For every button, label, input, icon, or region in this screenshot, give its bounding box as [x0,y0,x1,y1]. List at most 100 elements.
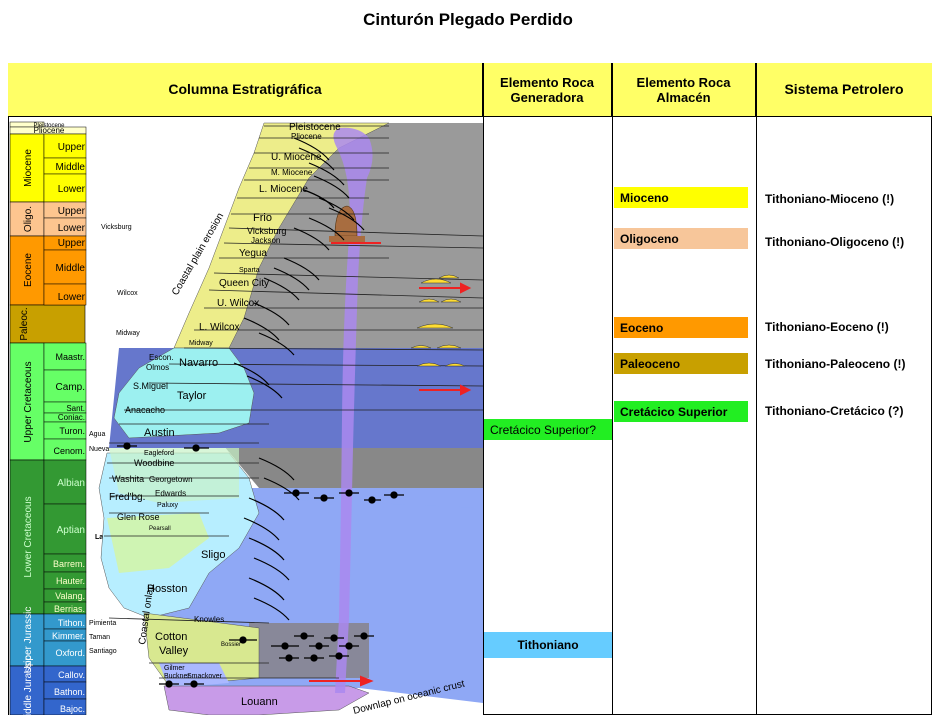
red-arrows [309,242,472,687]
stage-label: Coniac. [58,413,85,422]
formation-label: Glen Rose [117,512,160,522]
period-label: Miocene [23,149,34,187]
stage-label: Middle [56,263,86,274]
formation-label: Woodbine [134,458,174,468]
header-generadora: Elemento Roca Generadora [483,63,612,117]
formation-label: Georgetown [149,475,193,484]
generadora-cretacico: Cretácico Superior? [484,419,612,440]
stage-label: Bajoc. [60,704,85,714]
almacen-eoceno: Eoceno [614,317,748,338]
column-divider [483,63,484,715]
formation-label: Sparta [239,267,260,274]
formation-label: L. Miocene [259,184,308,195]
stage-label: Albian [57,478,85,489]
formation-label: Valley [159,645,189,657]
period-label: Pliocene [34,126,65,135]
stage-label: Maastr. [55,352,85,362]
period-label: Lower Cretaceous [23,496,34,577]
formation-label: Hosston [147,583,187,595]
stage-label: Valang. [55,591,85,601]
side-label: Santiago [89,648,117,655]
stage-label: Hauter. [56,576,85,586]
stage-label: Upper [58,142,86,153]
hatch-lines [233,137,365,621]
header-sistema: Sistema Petrolero [756,63,932,117]
stage-label: Cenom. [53,446,85,456]
almacen-cretacico-superior: Cretácico Superior [614,401,748,422]
side-label: Agua [89,431,105,438]
sistema-mioceno: Tithoniano-Mioceno (!) [765,192,895,206]
formation-label: Austin [144,427,175,439]
period-label: Pleistocene [33,123,65,129]
formation-label: Fred'bg. [109,492,145,503]
period-label: Eocene [23,253,34,287]
header-almacen: Elemento Roca Almacén [612,63,756,117]
formation-label: Anacacho [125,405,165,415]
formation-label: Taylor [177,390,207,402]
stage-label: Bathon. [54,687,85,697]
period-label: Middle Jurassic [23,656,34,715]
stage-bands [43,133,87,715]
header-columna: Columna Estratigráfica [8,63,483,117]
almacen-mioceno: Mioceno [614,187,748,208]
reservoir-lenses [410,274,466,367]
formation-label: Pleistocene [289,122,341,133]
side-label: Wilcox [117,290,138,297]
stage-label: Camp. [56,382,85,393]
page-title: Cinturón Plegado Perdido [363,10,573,29]
formation-label: M. Miocene [271,168,313,177]
formation-label: Pliocene [291,132,322,141]
formation-label: Gilmer [164,665,185,672]
side-label: Nueva [89,446,109,453]
formation-label: Buckner [164,673,190,680]
almacen-paleoceno: Paleoceno [614,353,748,374]
formation-label: Yegua [239,248,267,259]
formation-label: Washita [112,474,144,484]
formation-label: Pearsall [149,526,171,532]
sistema-cretacico: Tithoniano-Cretácico (?) [765,404,904,418]
stage-label: Lower [58,184,86,195]
formation-label: Escon. [149,353,173,362]
stage-label: Turon. [59,426,85,436]
stage-label: Aptian [57,525,85,536]
formation-label: L. Wilcox [199,322,240,333]
stage-label: Tithon. [58,618,85,628]
formation-label: U. Wilcox [217,298,259,309]
period-label: Oligo. [23,206,34,232]
stage-label: Lower [58,292,86,303]
formation-label: Jackson [251,236,280,245]
formation-label: Knowles [194,615,224,624]
stage-label: Upper [58,238,86,249]
stage-label: Middle [56,162,86,173]
period-label: Upper Cretaceous [23,361,34,442]
formation-label: Olmos [146,363,169,372]
stage-label: Sant. [66,404,85,413]
column-divider [756,63,757,715]
column-divider [612,63,613,715]
sistema-oligoceno: Tithoniano-Oligoceno (!) [765,235,905,249]
formation-label: Edwards [155,489,186,498]
formation-label: Eagleford [144,450,174,457]
oil-symbols [117,442,404,688]
generadora-tithoniano: Tithoniano [484,632,612,658]
formation-label: Cotton [155,631,187,643]
stage-label: Upper [58,206,86,217]
sistema-paleoceno: Tithoniano-Paleoceno (!) [765,357,906,371]
stratigraphic-column: Pleistocene Pliocene Miocene Oligo. Eoce… [9,118,483,715]
formation-label: Queen City [219,278,269,289]
formation-label: Paluxy [157,502,179,509]
formation-label: Louann [241,696,278,708]
side-label: Pimienta [89,620,116,627]
period-label: Upper Jurassic [23,607,34,674]
formation-label: Bossier [221,642,241,648]
side-label: Midway [116,330,140,337]
cross-section [98,122,483,715]
stage-label: Callov. [58,670,85,680]
formation-label: Navarro [179,357,218,369]
stage-label: Lower [58,223,86,234]
formation-label: Vicksburg [247,226,286,236]
stage-label: Oxford. [55,648,85,658]
formation-label: Smackover [187,673,223,680]
stage-label: Kimmer. [52,631,85,641]
sistema-eoceno: Tithoniano-Eoceno (!) [765,320,889,334]
